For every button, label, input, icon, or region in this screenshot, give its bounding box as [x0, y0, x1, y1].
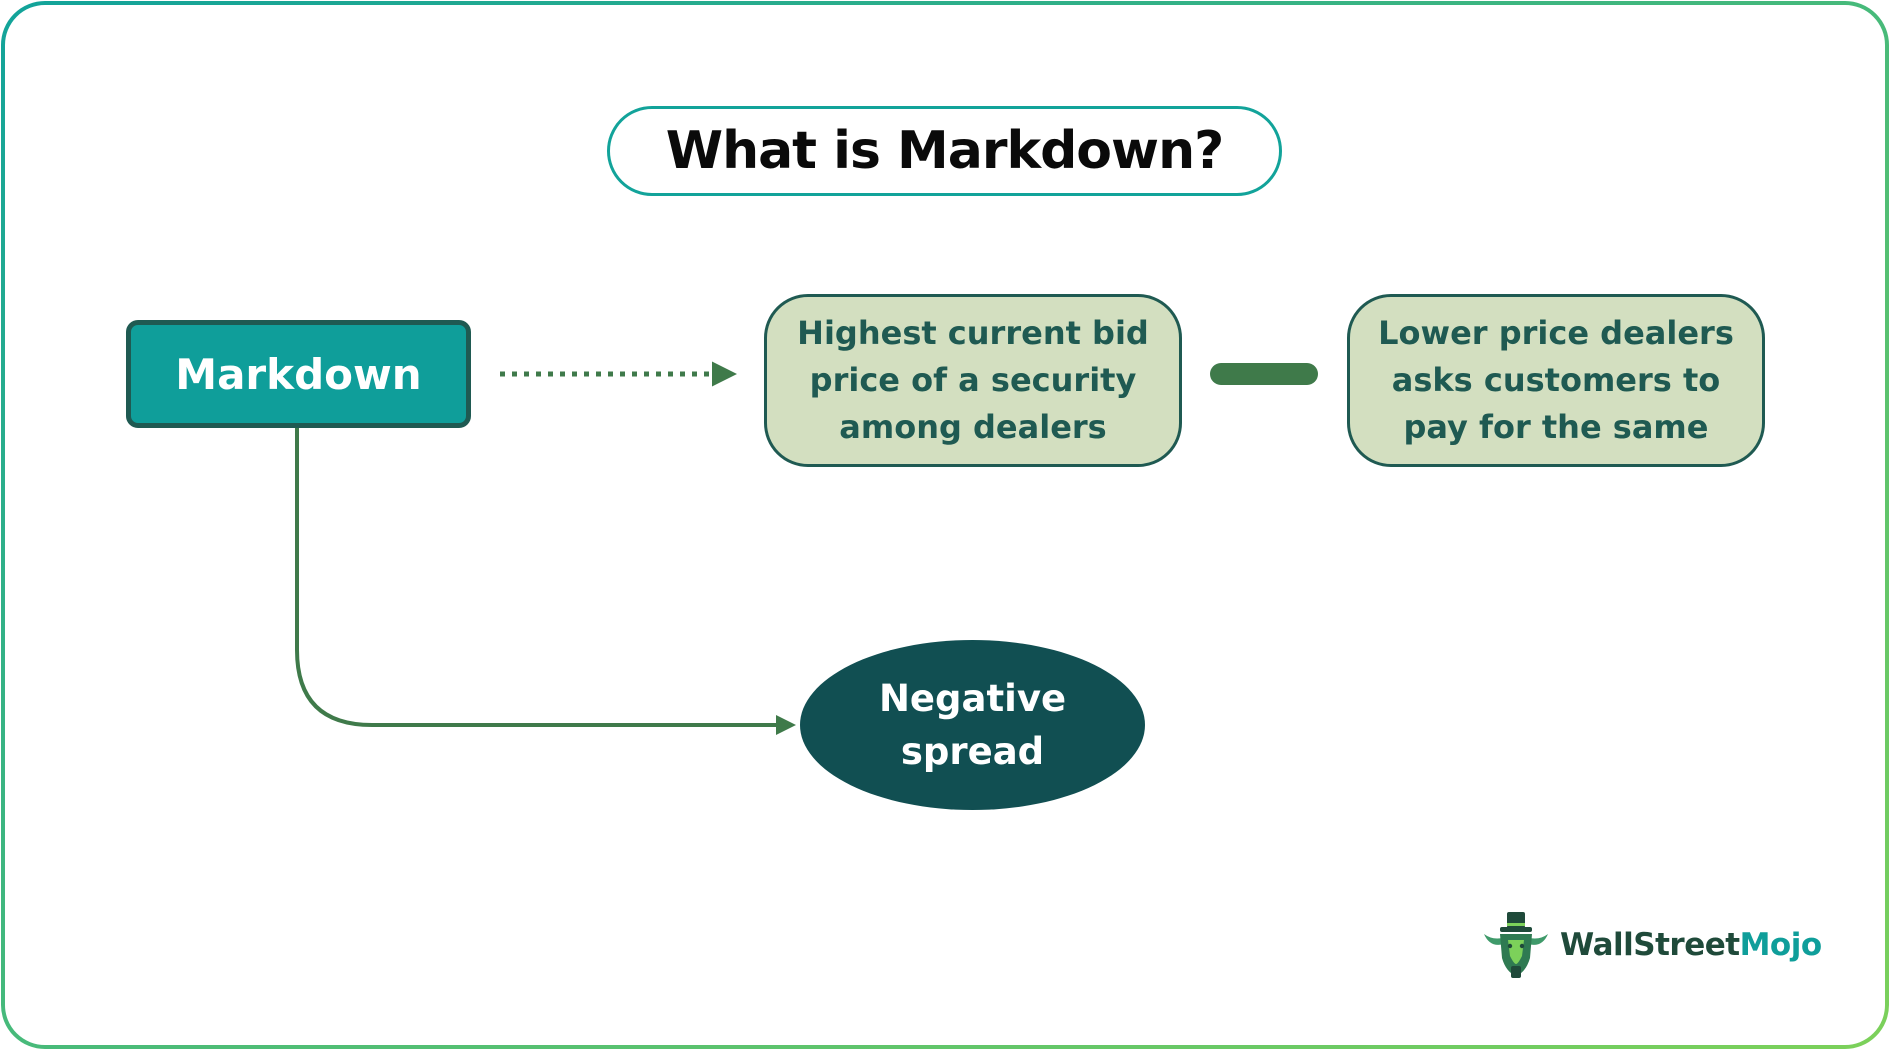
info-node-line: Lower price dealers	[1378, 314, 1734, 352]
info-node-line: asks customers to	[1391, 361, 1721, 399]
brand-name-part1: WallStreet	[1560, 927, 1740, 963]
info-node-line: pay for the same	[1403, 408, 1709, 446]
curved-arrow-connector	[295, 428, 796, 735]
brand-name: WallStreetMojo	[1560, 927, 1822, 963]
diagram-title: What is Markdown?	[607, 106, 1282, 196]
info-node-lower-price: Lower price dealers asks customers to pa…	[1347, 294, 1765, 467]
brand-name-part2: Mojo	[1739, 927, 1823, 963]
brand-logo: WallStreetMojo	[1480, 910, 1822, 980]
info-node-line: Highest current bid	[797, 314, 1149, 352]
minus-connector	[1210, 363, 1318, 385]
result-node-line: spread	[900, 730, 1045, 773]
info-node-highest-bid: Highest current bid price of a security …	[764, 294, 1182, 467]
root-node-markdown: Markdown	[126, 320, 471, 428]
result-node-negative-spread: Negative spread	[800, 640, 1145, 810]
info-node-line: price of a security	[809, 361, 1137, 399]
result-node-line: Negative	[878, 677, 1067, 720]
info-node-line: among dealers	[839, 408, 1107, 446]
bull-mascot-icon	[1484, 912, 1548, 978]
